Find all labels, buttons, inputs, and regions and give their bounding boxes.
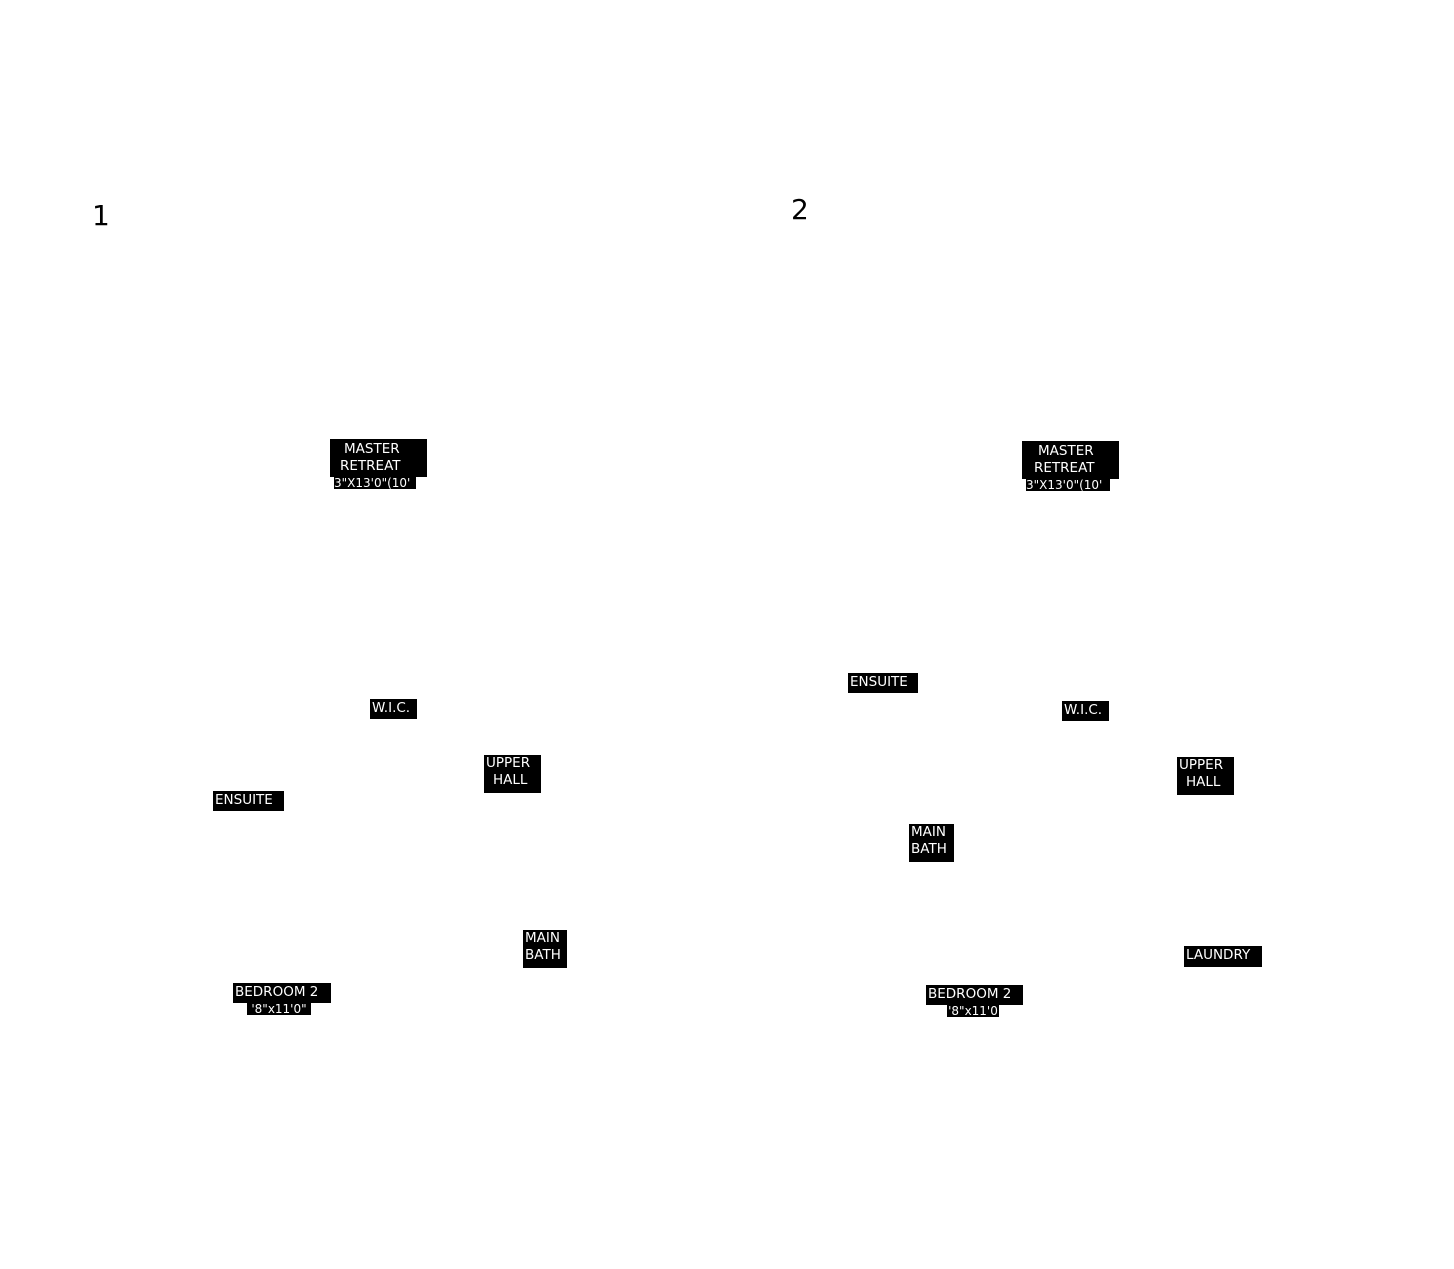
room-name-line-1: MASTER (344, 441, 400, 457)
room-name-line-1: UPPER (1179, 757, 1224, 773)
room-name-line-2: HALL (1186, 774, 1221, 790)
room-name-line-1: MASTER (1038, 443, 1094, 459)
room-name-line-1: MAIN (911, 824, 946, 840)
room-label-upper-hall: UPPER HALL (1177, 757, 1234, 795)
room-name-line-2: RETREAT (340, 458, 401, 474)
plan-number: 1 (92, 199, 110, 232)
room-name-line-1: MAIN (525, 930, 560, 946)
room-dimension-master-retreat: 3"X13'0"(10' (1026, 479, 1110, 491)
room-name-line-1: UPPER (486, 755, 531, 771)
room-name-line-2: BATH (911, 841, 947, 857)
room-dimension-bedroom-2: '8"x11'0 (947, 1005, 999, 1017)
room-label-main-bath: MAIN BATH (523, 930, 567, 968)
room-label-ensuite: ENSUITE (848, 673, 918, 693)
room-name-line-2: BATH (525, 947, 561, 963)
plan-number: 2 (791, 193, 809, 226)
floor-plan-1: 1 MASTER RETREAT 3"X13'0"(10' W.I.C. UPP… (92, 199, 567, 1015)
room-label-bedroom-2: BEDROOM 2 (233, 983, 331, 1003)
room-label-bedroom-2: BEDROOM 2 (926, 985, 1023, 1005)
room-name-line-2: RETREAT (1034, 460, 1095, 476)
room-label-upper-hall: UPPER HALL (484, 755, 541, 793)
room-label-master-retreat: MASTER RETREAT (330, 439, 427, 477)
room-label-laundry: LAUNDRY (1184, 946, 1262, 967)
room-dimension-master-retreat: 3"X13'0"(10' (334, 477, 416, 489)
floor-plan-2: 2 MASTER RETREAT 3"X13'0"(10' ENSUITE W.… (727, 0, 1454, 1269)
room-label-wic: W.I.C. (1062, 701, 1109, 721)
room-label-master-retreat: MASTER RETREAT (1022, 441, 1119, 479)
room-label-main-bath: MAIN BATH (909, 824, 954, 862)
room-dimension-bedroom-2: '8"x11'0" (247, 1003, 311, 1015)
room-label-ensuite: ENSUITE (213, 791, 284, 811)
room-name-line-2: HALL (493, 772, 528, 788)
room-label-wic: W.I.C. (370, 699, 417, 719)
